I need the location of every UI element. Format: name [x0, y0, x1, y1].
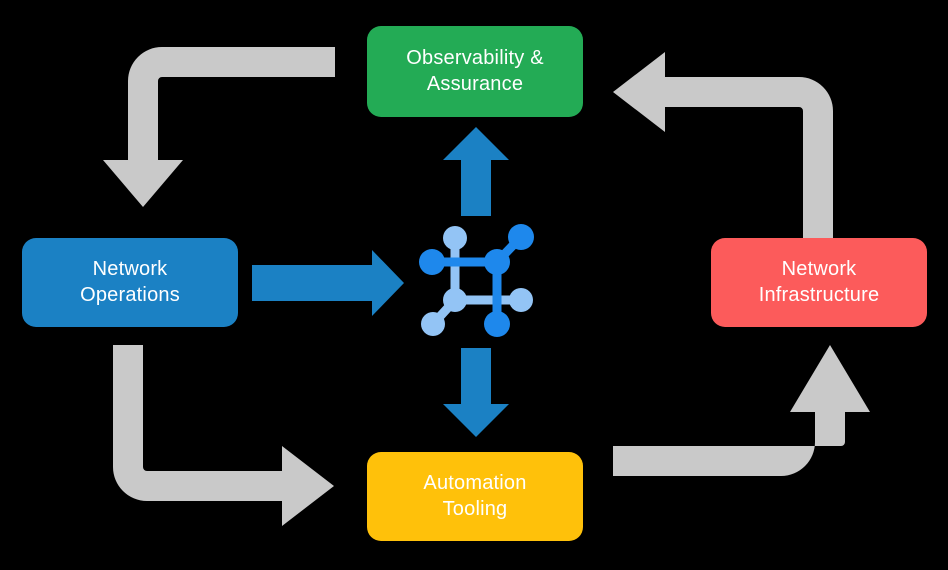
blue-arrow-up: [443, 127, 509, 216]
topology-node-center-bottom-left: [443, 288, 467, 312]
node-automation-tooling-label: Automation Tooling: [423, 471, 527, 520]
node-observability-assurance-label: Observability & Assurance: [406, 46, 544, 95]
topology-node-top-right: [508, 224, 534, 250]
topology-node-left: [419, 249, 445, 275]
topology-node-bottom-far-left: [421, 312, 445, 336]
node-network-infrastructure-label: Network Infrastructure: [758, 257, 880, 306]
gray-arrow-top-right: [613, 52, 833, 238]
topology-node-top-left: [443, 226, 467, 250]
network-topology-icon: [419, 224, 534, 337]
node-network-infrastructure[interactable]: Network Infrastructure: [711, 238, 927, 327]
topology-node-hub: [484, 249, 510, 275]
node-observability-assurance[interactable]: Observability & Assurance: [367, 26, 583, 117]
gray-arrow-bottom-left: [113, 345, 334, 526]
gray-arrow-bottom-right: [613, 345, 870, 476]
node-network-operations[interactable]: Network Operations: [22, 238, 238, 327]
topology-node-bottom: [484, 311, 510, 337]
blue-arrow-right: [252, 250, 404, 316]
node-network-operations-label: Network Operations: [80, 257, 180, 306]
blue-arrow-down: [443, 348, 509, 437]
node-automation-tooling[interactable]: Automation Tooling: [367, 452, 583, 541]
gray-arrow-top-left: [103, 47, 335, 207]
topology-node-bottom-right-light: [509, 288, 533, 312]
